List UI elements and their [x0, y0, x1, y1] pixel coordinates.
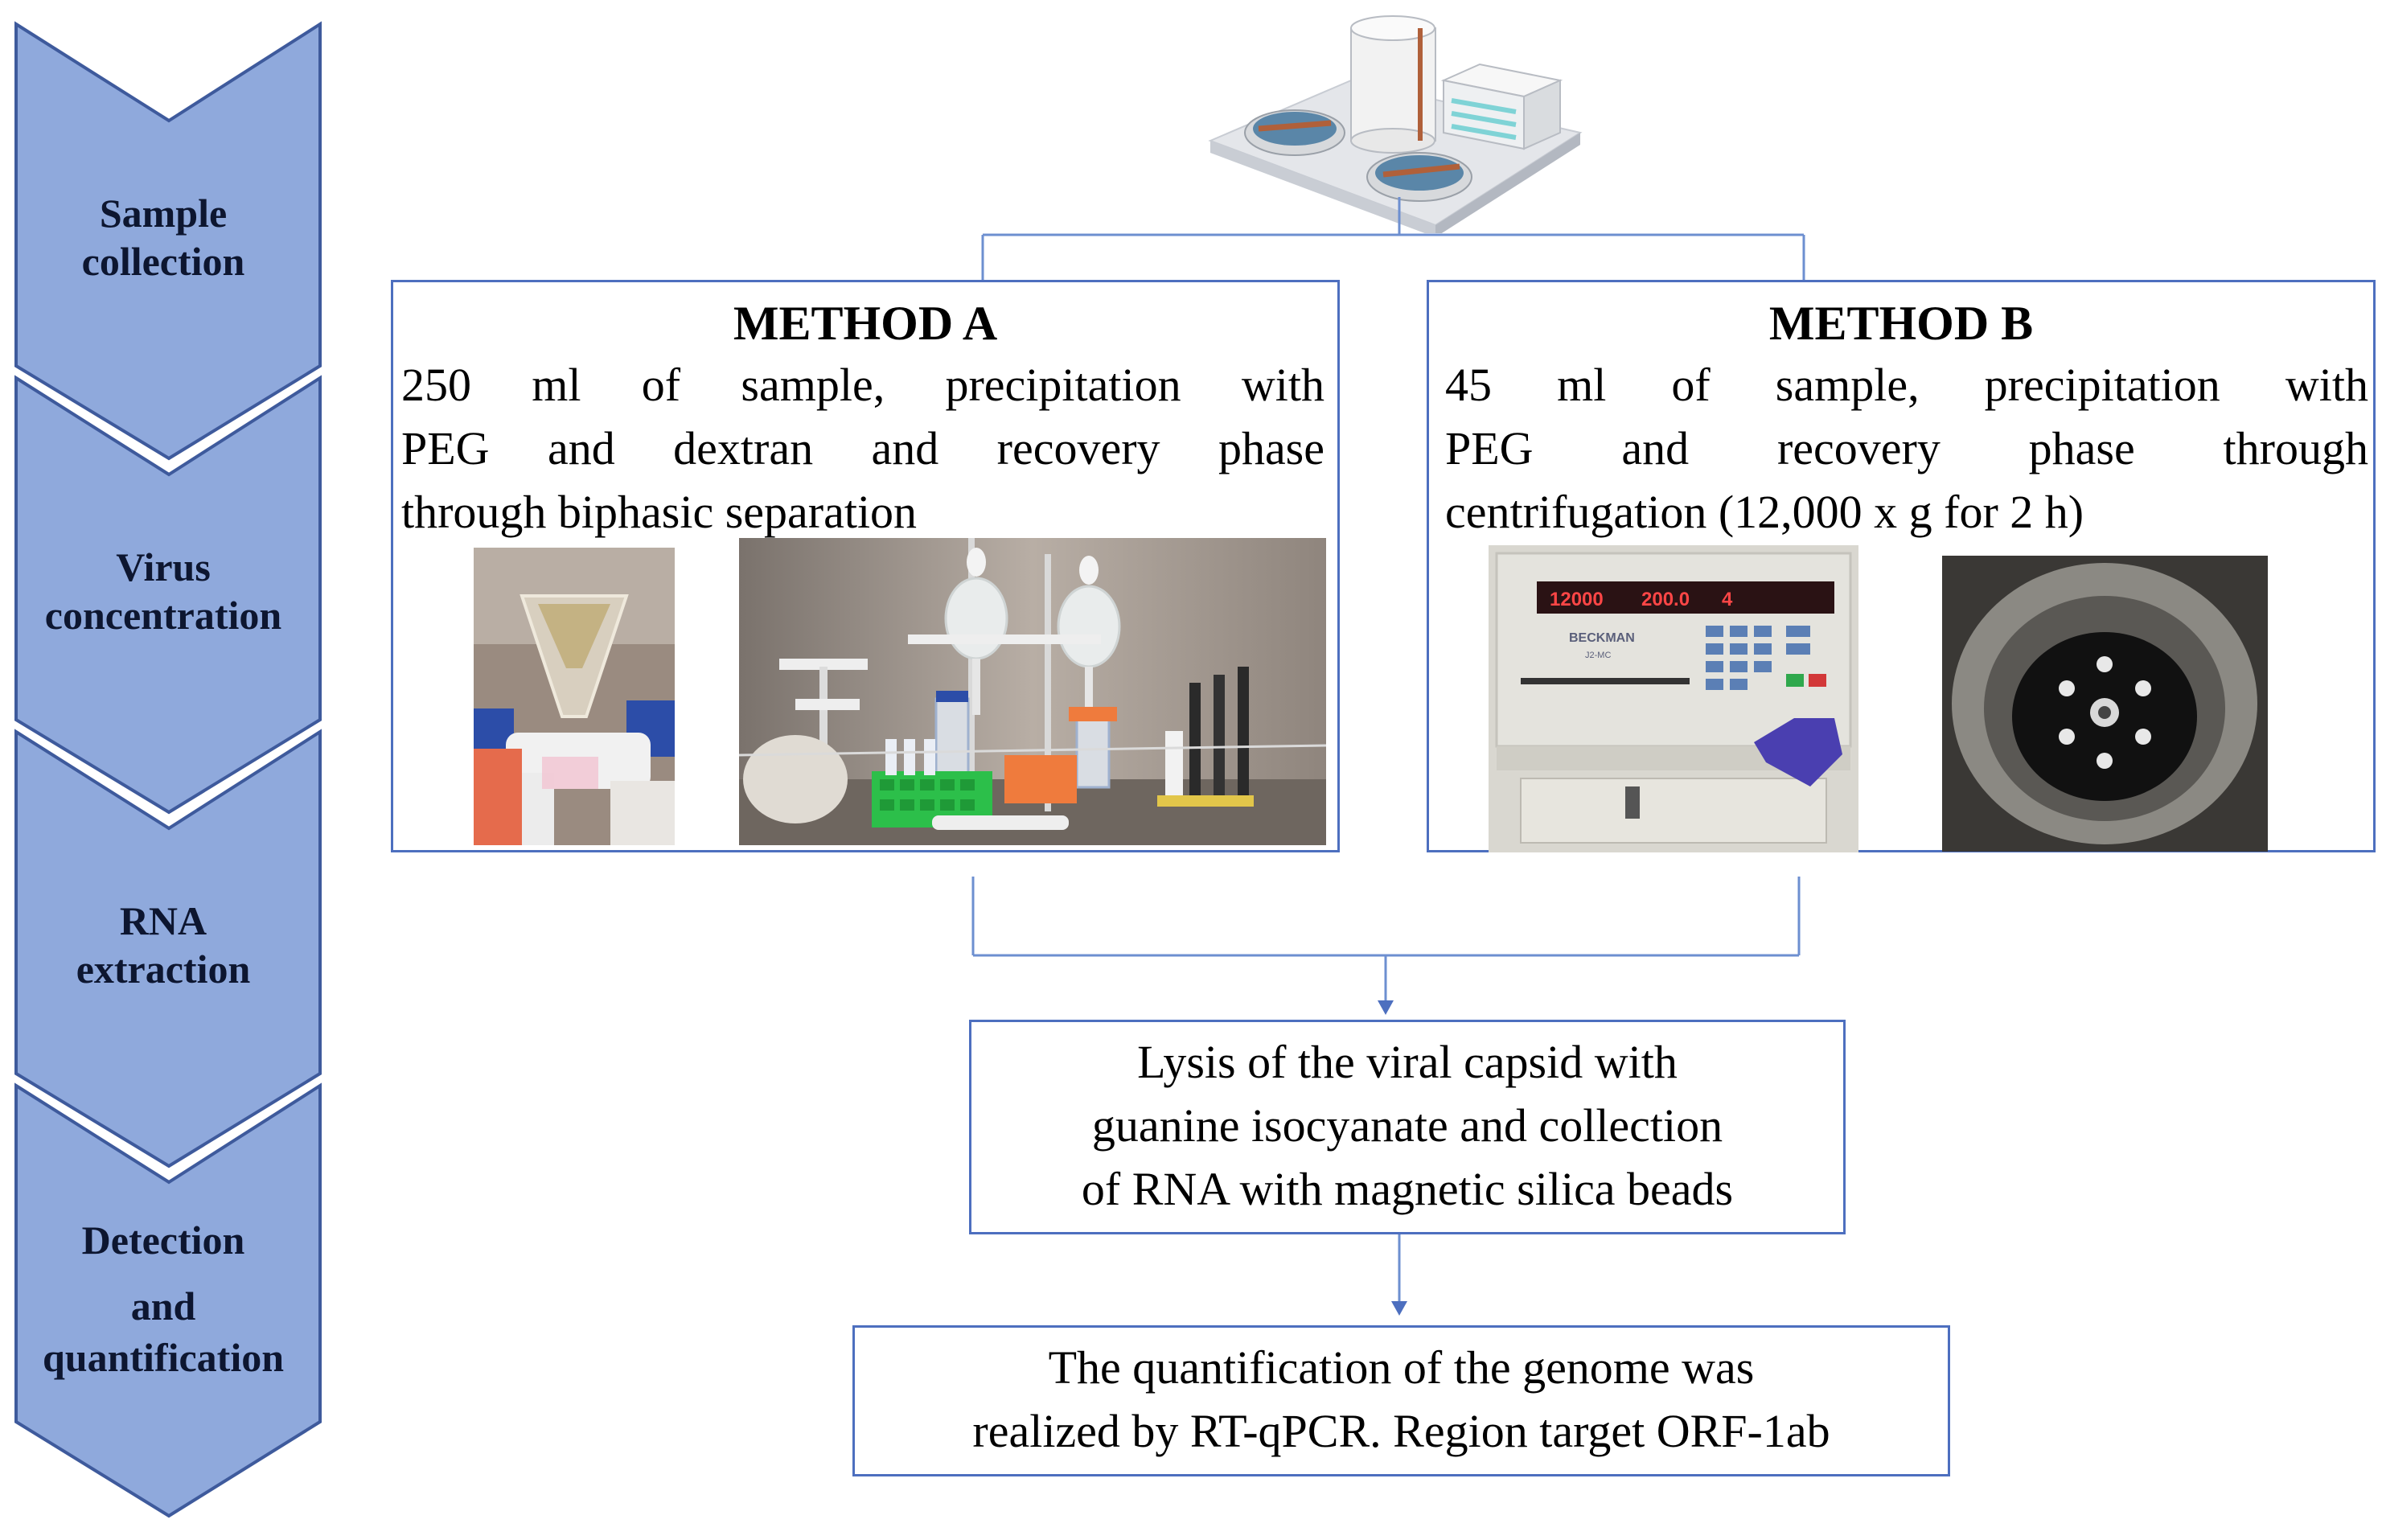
lysis-text: Lysis of the viral capsid with guanine i…	[971, 1030, 1843, 1221]
step-label-line: Virus	[116, 544, 211, 589]
description-line: 250 ml of sample, precipitation with	[401, 359, 1324, 411]
separation-setup-photo	[739, 538, 1326, 845]
step-label-line: RNA	[119, 898, 207, 943]
lysis-text-line: of RNA with magnetic silica beads	[1081, 1163, 1734, 1215]
funnel-photo	[474, 548, 675, 845]
step-chevron-detection-quantification	[14, 1082, 322, 1518]
method-b-title: METHOD B	[1768, 297, 2034, 350]
step-label-sample-collection: Sample collection	[14, 189, 312, 285]
step-label-line: quantification	[42, 1335, 285, 1380]
step-chevron-sample-collection	[14, 21, 322, 461]
step-label-detection-quantification: Detection and quantification	[14, 1214, 312, 1383]
method-b-description: 45 ml of sample, precipitation with PEG …	[1445, 353, 2368, 544]
step-chevron-rna-extraction	[14, 729, 322, 1168]
step-label-virus-concentration: Virus concentration	[14, 543, 312, 639]
step-label-line: Detection	[81, 1218, 245, 1263]
centrifuge-model-label: J2-MC	[1585, 651, 1611, 660]
display-temperature: 4	[1722, 589, 1733, 610]
description-line: 45 ml of sample, precipitation with	[1445, 359, 2368, 411]
lysis-text-line: Lysis of the viral capsid with	[1137, 1036, 1678, 1088]
step-label-line: collection	[81, 239, 245, 284]
quantification-box: The quantification of the genome was rea…	[852, 1325, 1950, 1476]
step-label-line: extraction	[76, 947, 251, 992]
wastewater-plant-icon	[1208, 15, 1583, 233]
display-time: 200.0	[1641, 589, 1690, 610]
lysis-extraction-box: Lysis of the viral capsid with guanine i…	[969, 1020, 1846, 1234]
quantification-text-line: realized by RT-qPCR. Region target ORF-1…	[972, 1405, 1830, 1457]
method-a-description: 250 ml of sample, precipitation with PEG…	[401, 353, 1324, 544]
step-label-line: Sample	[99, 191, 228, 236]
lysis-text-line: guanine isocyanate and collection	[1091, 1099, 1723, 1152]
step-label-rna-extraction: RNA extraction	[14, 897, 312, 993]
centrifuge-rotor-photo	[1942, 556, 2268, 852]
display-speed: 12000	[1550, 589, 1604, 610]
centrifuge-panel-photo: 12000 200.0 4 BECKMAN J2-MC	[1489, 545, 1858, 852]
centrifuge-brand-label: BECKMAN	[1569, 631, 1635, 645]
quantification-text: The quantification of the genome was rea…	[855, 1336, 1948, 1463]
method-a-title: METHOD A	[733, 297, 998, 350]
description-line: centrifugation (12,000 x g for 2 h)	[1445, 486, 2084, 538]
quantification-text-line: The quantification of the genome was	[1048, 1341, 1755, 1394]
step-label-line: and	[130, 1283, 196, 1329]
process-steps-chevrons	[14, 21, 322, 1518]
step-chevron-virus-concentration	[14, 375, 322, 815]
description-line: PEG and recovery phase through	[1445, 422, 2368, 474]
method-a-box: METHOD A 250 ml of sample, precipitation…	[391, 280, 1340, 852]
method-b-box: METHOD B 45 ml of sample, precipitation …	[1427, 280, 2376, 852]
description-line: PEG and dextran and recovery phase	[401, 422, 1324, 474]
description-line: through biphasic separation	[401, 486, 918, 538]
step-label-line: concentration	[44, 593, 282, 638]
